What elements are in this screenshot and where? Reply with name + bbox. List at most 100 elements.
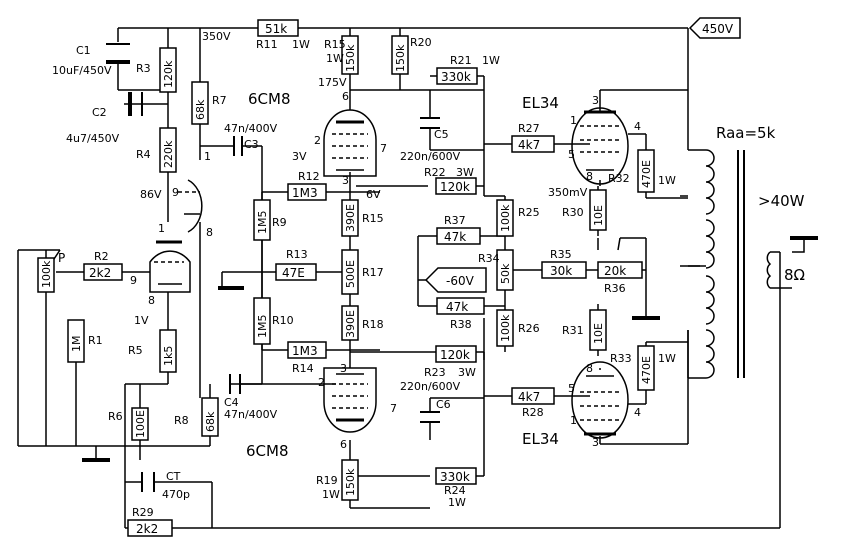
r37-value: 47k	[444, 230, 466, 244]
r29-label: R29	[132, 506, 154, 519]
r29-value: 2k2	[136, 522, 158, 536]
power-label: >40W	[758, 192, 805, 210]
r30-value: 10E	[592, 205, 605, 226]
r22-power: 3W	[456, 166, 474, 179]
resistor-r37: 47k R37	[436, 214, 481, 245]
r22-value: 120k	[440, 180, 470, 194]
r4-value: 220k	[162, 140, 175, 168]
pin-1-out-lower: 1	[570, 414, 577, 427]
r11-label: R11	[256, 38, 278, 51]
r27-label: R27	[518, 122, 540, 135]
r10-label: R10	[272, 314, 294, 327]
voltage-350: 350V	[202, 30, 231, 43]
pin-7-upper: 7	[380, 142, 387, 155]
resistor-r15b: 390E R15	[341, 199, 384, 237]
pin-3-out-upper: 3	[592, 94, 599, 107]
c5-value: 220n/600V	[400, 150, 461, 163]
r12-value: 1M3	[292, 186, 318, 200]
r26-label: R26	[518, 322, 540, 335]
resistor-r6: 100E R6	[108, 407, 149, 441]
r37-label: R37	[444, 214, 466, 227]
r4-label: R4	[136, 148, 151, 161]
output-tube-upper	[571, 107, 629, 185]
pin-7-lower: 7	[390, 402, 397, 415]
r1-value: 1M	[70, 336, 83, 353]
potentiometer-p: 100k P	[37, 251, 65, 293]
r12-label: R12	[298, 170, 320, 183]
capacitor-c1	[106, 43, 130, 64]
r13-value: 47E	[282, 266, 305, 280]
c6-label: C6	[436, 398, 451, 411]
r11-value: 51k	[265, 22, 287, 36]
r35-value: 30k	[550, 264, 572, 278]
r15-power: 1W	[326, 52, 344, 65]
resistor-r22: 120k R22 3W	[424, 166, 477, 195]
c5-label: C5	[434, 128, 449, 141]
r32-power: 1W	[658, 174, 676, 187]
r32-value: 470E	[640, 160, 653, 188]
r34-value: 50k	[499, 263, 512, 284]
r30-label: R30	[562, 206, 584, 219]
c6-value: 220n/600V	[400, 380, 461, 393]
r8-label: R8	[174, 414, 189, 427]
voltage-1: 1V	[134, 314, 149, 327]
voltage-350mv: 350mV	[548, 186, 588, 199]
r10-value: 1M5	[256, 315, 269, 339]
voltage-86: 86V	[140, 188, 162, 201]
r34-label: R34	[478, 252, 500, 265]
resistor-r25: 100k R25	[496, 199, 540, 237]
r20-label: R20	[410, 36, 432, 49]
r7-label: R7	[212, 94, 227, 107]
pin-5-out-upper: 5	[568, 148, 575, 161]
resistor-r36: 20k R36	[597, 261, 643, 295]
r19-value: 150k	[344, 468, 357, 496]
resistor-r23: 120k R23 3W	[424, 345, 477, 379]
resistor-r26: 100k R26	[496, 309, 540, 347]
resistor-r35: 30k R35	[541, 248, 587, 279]
c1-value: 10uF/450V	[52, 64, 112, 77]
pin-3-lower: 3	[340, 362, 347, 375]
pin-8-triode: 8	[148, 294, 155, 307]
resistor-r28: 4k7 R28	[511, 387, 555, 419]
r8-value: 68k	[204, 411, 217, 432]
c1-label: C1	[76, 44, 91, 57]
r31-value: 10E	[592, 323, 605, 344]
resistor-r1: 1M R1	[67, 319, 103, 363]
r28-value: 4k7	[518, 390, 540, 404]
r24-label: R24	[444, 484, 466, 497]
r38-value: 47k	[446, 300, 468, 314]
pin-2-lower: 2	[318, 376, 325, 389]
r28-label: R28	[522, 406, 544, 419]
input-triode	[149, 179, 203, 293]
resistor-r19: 150k R19 1W	[316, 459, 359, 501]
pin-1-out-upper: 1	[570, 114, 577, 127]
voltage-175: 175V	[318, 76, 347, 89]
r18-label: R18	[362, 318, 384, 331]
resistor-r11: 51k R11 1W	[256, 19, 310, 51]
r21-label: R21	[450, 54, 472, 67]
c3-label: C3	[244, 138, 259, 151]
r3-label: R3	[136, 62, 151, 75]
resistor-r8: 68k R8	[174, 397, 219, 437]
resistor-r4: 220k R4	[136, 127, 177, 173]
r20-value: 150k	[394, 44, 407, 72]
r21-power: 1W	[482, 54, 500, 67]
r15b-label: R15	[362, 212, 384, 225]
hv-label: 450V	[702, 22, 734, 36]
c3-value: 47n/400V	[224, 122, 278, 135]
resistor-r30: 10E R30	[562, 189, 607, 231]
output-transformer	[687, 110, 792, 379]
r2-value: 2k2	[89, 266, 111, 280]
r38-label: R38	[450, 318, 472, 331]
r18-value: 390E	[344, 310, 357, 338]
pin-3-upper: 3	[342, 174, 349, 187]
c2-label: C2	[92, 106, 107, 119]
pin-1-triode: 1	[158, 222, 165, 235]
r35-label: R35	[550, 248, 572, 261]
resistor-r34: 50k R34	[478, 249, 528, 291]
r23-power: 3W	[458, 366, 476, 379]
r5-label: R5	[128, 344, 143, 357]
ct-value: 470p	[162, 488, 190, 501]
r25-label: R25	[518, 206, 540, 219]
